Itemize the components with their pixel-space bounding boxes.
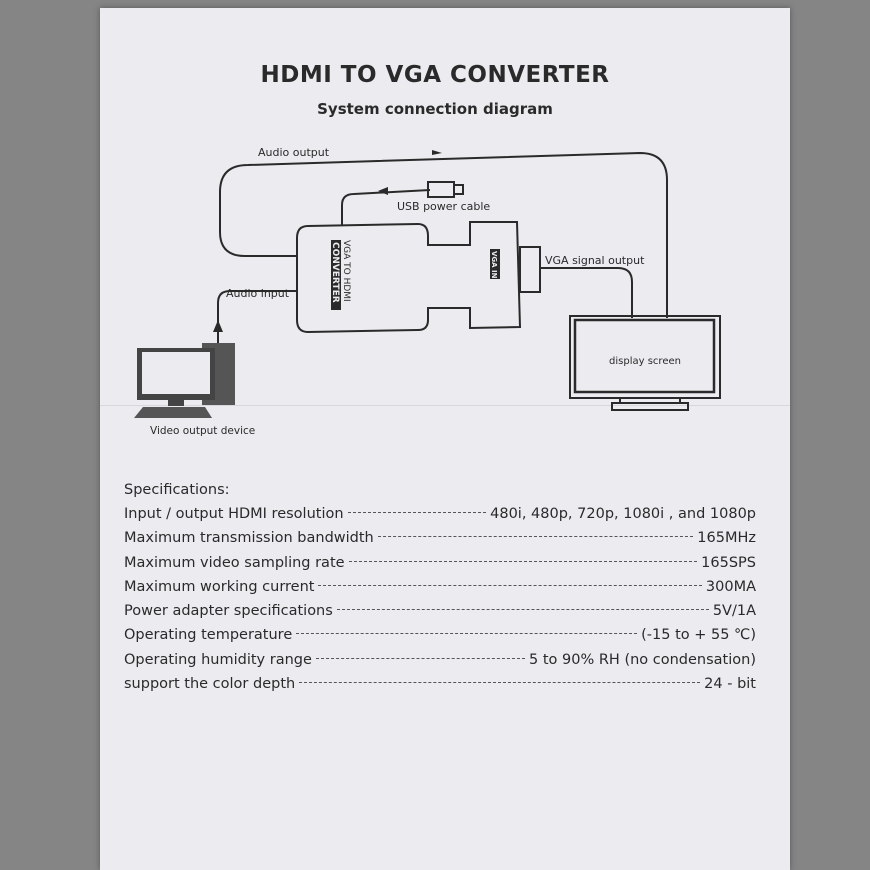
usb-power-cable-label: USB power cable — [397, 200, 490, 213]
audio-output-label: Audio output — [258, 146, 330, 159]
computer-icon — [134, 343, 235, 418]
audio-output-cable — [219, 151, 668, 318]
vga-output-cable — [540, 267, 633, 318]
spec-label: Power adapter specifications — [124, 603, 333, 620]
specs-heading: Specifications: — [124, 482, 230, 498]
converter-device — [296, 221, 522, 334]
spec-value: 5V/1A — [712, 603, 756, 620]
arrow-icon — [213, 320, 223, 332]
dashed-leader — [347, 512, 487, 513]
display-screen-monitor — [569, 315, 721, 399]
audio-input-cable — [217, 290, 297, 345]
dashed-leader — [318, 584, 702, 586]
device-label-line2: CONVERTER — [330, 242, 340, 303]
dashed-leader — [348, 560, 698, 562]
vga-signal-output-label: VGA signal output — [545, 254, 645, 267]
manual-sheet — [100, 8, 790, 870]
spec-label: Operating humidity range — [124, 651, 312, 668]
document-subtitle: System connection diagram — [317, 100, 553, 118]
spec-value: (-15 to + 55 ℃) — [641, 627, 756, 644]
spec-label: Maximum transmission bandwidth — [124, 530, 374, 547]
spec-value: 165MHz — [697, 530, 756, 547]
spec-value: 165SPS — [701, 554, 756, 571]
spec-row: Operating temperature (-15 to + 55 ℃) — [124, 627, 756, 651]
specifications: Specifications: Input / output HDMI reso… — [124, 482, 756, 700]
dashed-leader — [315, 657, 526, 659]
vga-connector — [519, 246, 541, 293]
vga-in-port-label: VGA IN — [490, 251, 498, 279]
dashed-leader — [296, 633, 638, 635]
spec-row: Power adapter specifications 5V/1A — [124, 603, 756, 627]
document-title: HDMI TO VGA CONVERTER — [260, 62, 610, 88]
dashed-leader — [336, 609, 709, 611]
usb-power-cable-line — [341, 189, 431, 226]
spec-row: Input / output HDMI resolution 480i, 480p… — [124, 506, 756, 530]
paper-fold — [100, 405, 790, 406]
device-label-line1: VGA TO HDMI — [341, 240, 351, 302]
spec-row: Maximum working current 300MA — [124, 579, 756, 603]
spec-row: Maximum transmission bandwidth 165MHz — [124, 530, 756, 554]
spec-value: 300MA — [705, 578, 756, 595]
spec-label: Input / output HDMI resolution — [124, 506, 344, 522]
spec-row: Operating humidity range 5 to 90% RH (no … — [124, 652, 756, 676]
spec-value: 5 to 90% RH (no condensation) — [529, 651, 756, 668]
arrow-icon — [432, 150, 442, 155]
display-screen-label: display screen — [609, 356, 681, 367]
dashed-leader — [299, 682, 701, 684]
spec-value: 24 - bit — [704, 676, 756, 693]
spec-label: support the color depth — [124, 676, 296, 693]
spec-row: Maximum video sampling rate 165SPS — [124, 555, 756, 579]
spec-value: 480i, 480p, 720p, 1080i , and 1080p — [490, 506, 756, 522]
spec-label: Maximum working current — [124, 578, 315, 595]
usb-plug-icon — [427, 181, 455, 198]
arrow-icon — [378, 187, 388, 195]
spec-row: support the color depth 24 - bit — [124, 676, 756, 700]
video-output-device-label: Video output device — [150, 425, 255, 437]
audio-input-label: Audio input — [226, 287, 290, 300]
spec-label: Operating temperature — [124, 627, 293, 644]
dashed-leader — [377, 536, 694, 538]
spec-label: Maximum video sampling rate — [124, 554, 345, 571]
